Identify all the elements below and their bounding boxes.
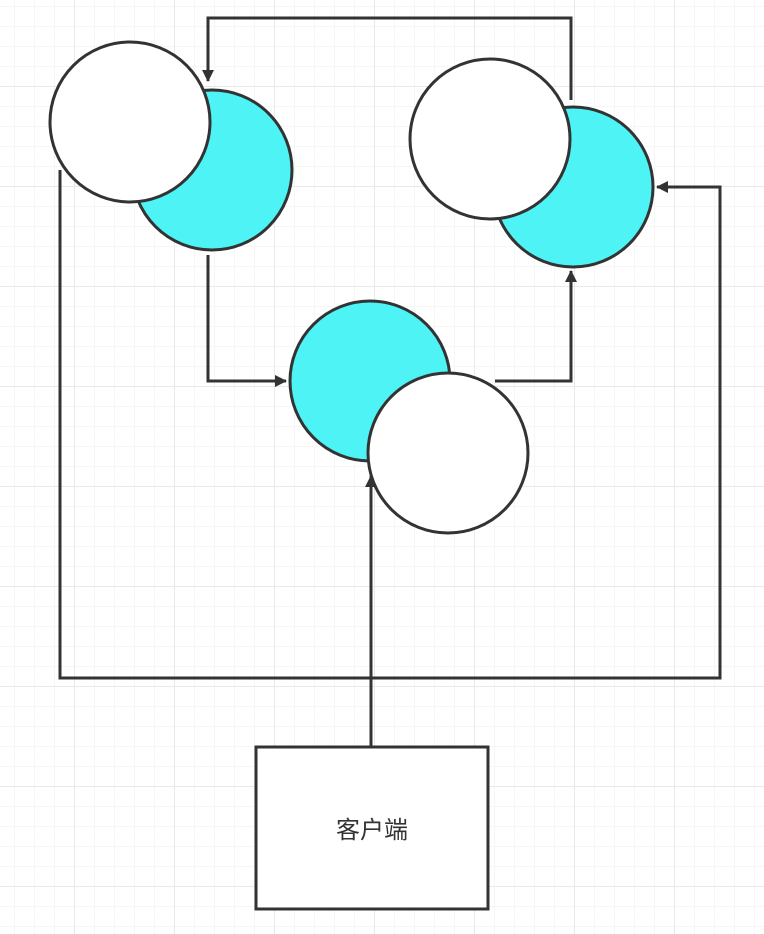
client-box-rect — [254, 745, 490, 911]
replication-arrow-node3-to-node2 — [495, 270, 577, 383]
node-2-primary-circle — [408, 57, 572, 221]
client-box[interactable]: 客户端 — [254, 745, 490, 911]
node-1[interactable] — [48, 40, 294, 252]
replication-arrow-node1-to-node3 — [206, 255, 287, 387]
node-1-primary-circle — [48, 40, 212, 204]
client-label: 客户端 — [336, 816, 408, 844]
node-3[interactable] — [288, 299, 530, 535]
replication-arrow-node2-to-node1 — [202, 16, 573, 100]
client-arrow-to-node2 — [58, 170, 722, 680]
node-3-primary-circle — [366, 371, 530, 535]
node-2[interactable] — [408, 57, 655, 269]
